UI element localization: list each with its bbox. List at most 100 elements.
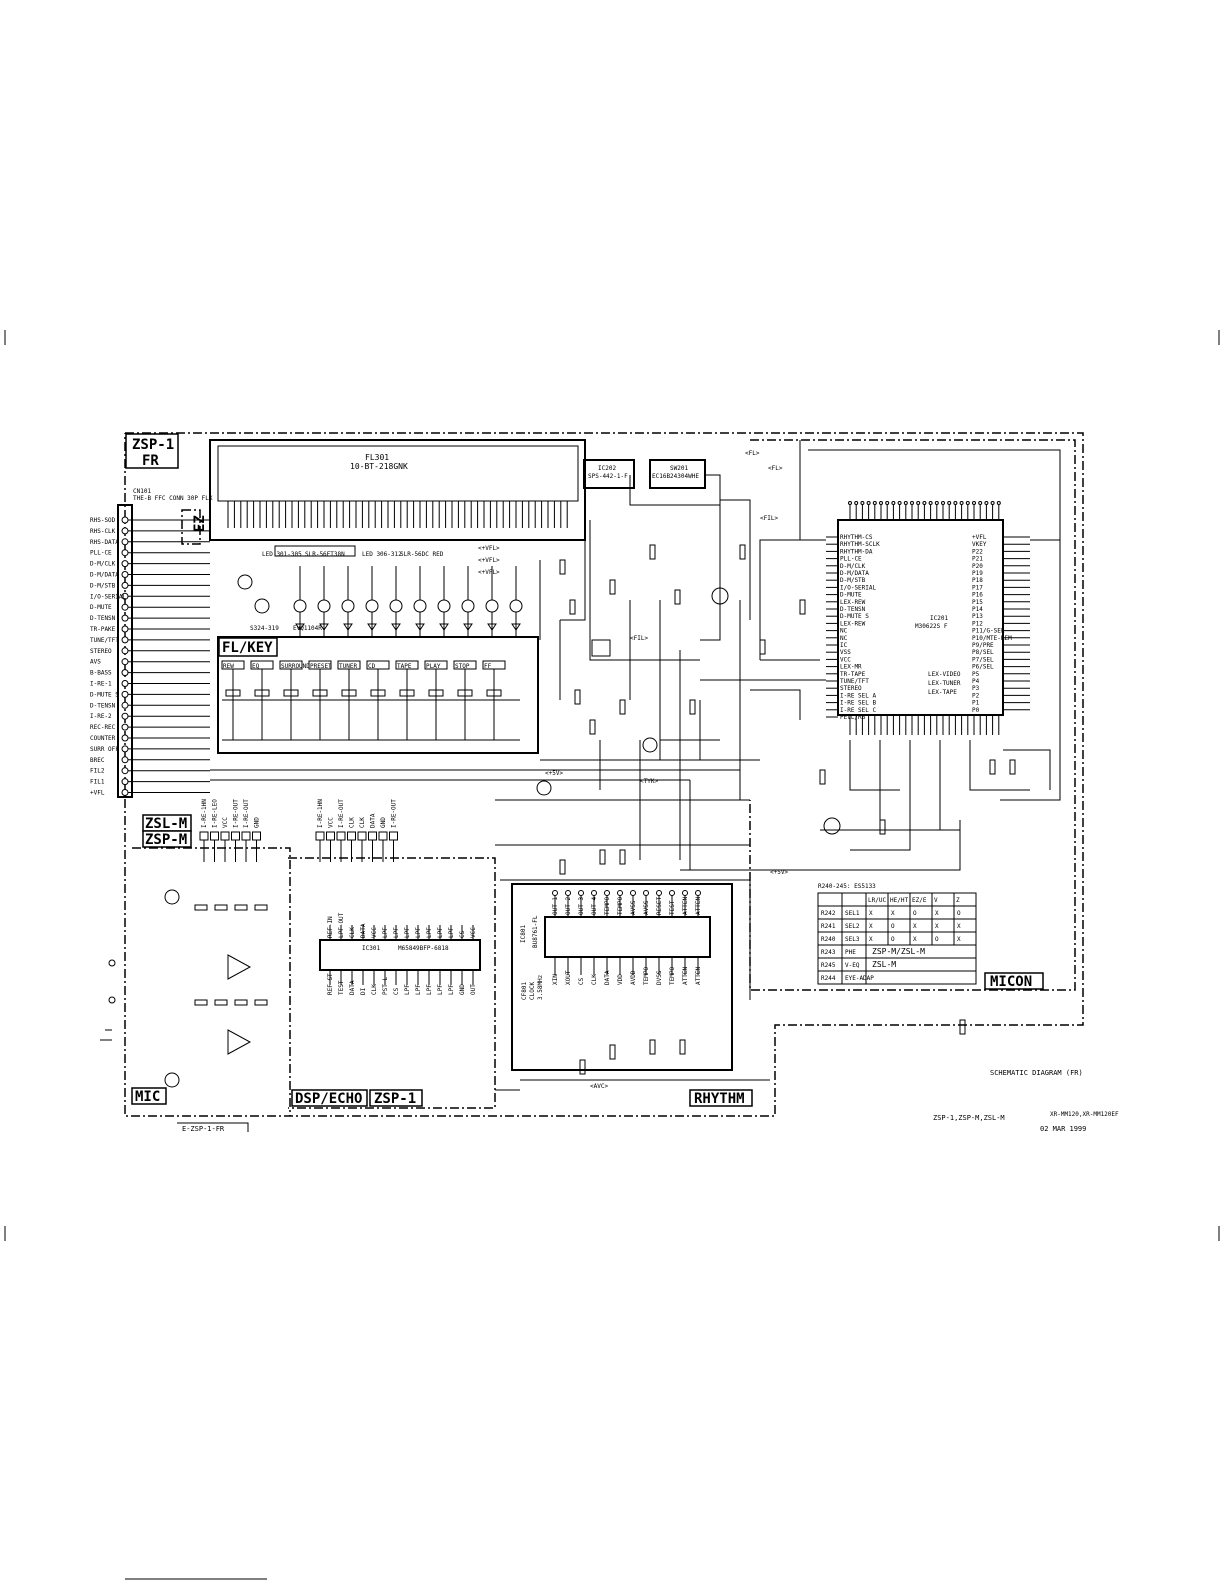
ic201-pin-end [990, 501, 995, 505]
cn101-signal-label: FIL2 [90, 768, 105, 775]
resistor [194, 904, 208, 911]
cn101-signal-label: I/O-SERIAL [90, 593, 127, 600]
ic201-pin-label: P21 [972, 556, 983, 563]
transistor-symbol [823, 817, 841, 835]
ic801-pin-label: TEST [669, 900, 676, 915]
table-cell: O [913, 910, 917, 917]
cn101-pin [121, 701, 129, 709]
ic301-pin-label: DATA [360, 923, 367, 938]
ic201-pin-label: VCC [840, 656, 851, 663]
ic201-pin-label: P8/SEL [972, 649, 994, 656]
zsp-pin [326, 831, 335, 841]
ic201-pin-label: I-RE SEL A [840, 692, 877, 699]
key-label: CD [368, 663, 376, 670]
resistor [370, 689, 386, 697]
ic201-pin-label: IC [840, 642, 848, 649]
ic201-pin-label: P9/PRE [972, 642, 994, 649]
transistor-symbol [536, 780, 552, 796]
cn101-pin [121, 745, 129, 753]
wire-trace [680, 820, 961, 871]
ic301-pin-label: CS [393, 987, 400, 995]
wire-trace [808, 449, 1061, 801]
cn101-signal-label: I-RE-1 [90, 681, 112, 688]
table-cell: X [957, 923, 961, 930]
wiring-traces [210, 440, 1061, 1091]
ic801-pin-end [695, 890, 701, 896]
ic301-pin-label: REF-IN [327, 916, 334, 938]
ic801-part: BU8761-FL [532, 915, 539, 948]
wire-trace [500, 879, 751, 1000]
cn101-pin [121, 680, 129, 687]
opamp-symbol [227, 1029, 252, 1055]
ic201-pin-label: P16 [972, 592, 983, 599]
bus-label: <FL> [745, 450, 760, 457]
cn101-pin [121, 756, 129, 764]
cn101-signal-label: D-MUTE S [90, 691, 119, 698]
ic201-pin-label: I-RE SEL B [840, 700, 877, 707]
ic201-pin-end [965, 501, 970, 505]
clock-label: CLOCK [529, 982, 536, 1000]
resistor [225, 689, 241, 697]
resistor [312, 689, 328, 697]
led-symbol [391, 623, 401, 631]
ic301-pin-label: CS [459, 930, 466, 938]
ic201-pin-label: P19 [972, 570, 983, 577]
rhythm-section-title: RHYTHM [694, 1091, 745, 1107]
led-driver-transistors [237, 566, 523, 636]
fl301-part: 10-BT-218GNK [350, 462, 408, 471]
zsp1-section-title: ZSP-1 [132, 437, 174, 453]
zsp1-subsection-title: ZSP-1 [374, 1091, 416, 1107]
zsp-pin [368, 831, 377, 841]
ic801-pin-label: AVSS [630, 900, 637, 915]
bus-label: <AVC> [590, 1083, 608, 1090]
ic201-pin-label: P18 [972, 577, 983, 584]
ic201-pin-label: P11/G-SEL [972, 628, 1005, 635]
key-label: EQ [252, 663, 260, 670]
ic801-pins: OUT-1XINOUT-2XOUTOUT-3CSOUT-4CLKTEMPODAT… [552, 890, 702, 985]
led-symbol [319, 623, 329, 631]
ic201-pin-end [972, 501, 976, 505]
model-codes: XR-MM120,XR-MM120EF [1050, 1111, 1119, 1118]
resistor [619, 849, 626, 865]
table-cell: SEL1 [845, 910, 860, 917]
ic301-pin-label: CLK [349, 927, 356, 938]
ic201-led-label: LEX-VIDEO [928, 671, 961, 678]
ic301-pin-label: VCC [470, 927, 477, 938]
ic201-pin-end [959, 501, 964, 505]
table-cell: R240 [821, 936, 836, 943]
sw201-label: SW201 [670, 465, 688, 472]
ic801-label: IC801 [520, 925, 527, 943]
bus-label: <FIL> [760, 515, 778, 522]
ic201-pin-end [879, 501, 883, 505]
led-symbol [511, 623, 521, 631]
ic201-pin-label: NC [840, 628, 848, 635]
ic801-pin-label: TEMPO [643, 967, 650, 985]
cn101-pin-rows: RHS-SODRHS-CLKRHS-DATAPLL-CED-M/CLKD-M/D… [90, 516, 210, 797]
zsl-pin [231, 831, 240, 841]
key-label: REW [223, 663, 234, 670]
ic801-pin-label: ATTEN [695, 897, 702, 915]
wire-trace [700, 474, 721, 641]
ic801-pin-end [656, 890, 662, 896]
zsp-pin-label: CLK [359, 817, 366, 828]
table-cell: ZSL-M [872, 960, 896, 969]
resistor [214, 904, 228, 911]
resistor [649, 1039, 656, 1055]
table-header: HE/HT [890, 897, 908, 904]
ic801-pin-end [578, 890, 584, 896]
ic801-pin-label: ATTEN [682, 967, 689, 985]
ic201-pin-end [934, 501, 939, 505]
ic201-pin-label: I-RE SEL C [840, 707, 877, 714]
transistor-symbol [642, 737, 658, 753]
led-symbol [439, 623, 449, 631]
table-cell: V-EQ [845, 962, 860, 969]
ic301-pin-label: DATA [349, 980, 356, 995]
zsl-pin [220, 831, 230, 841]
ic201-pin-label: PLL-CE [840, 556, 862, 563]
ic201-pin-end [996, 501, 1001, 505]
resistor [569, 599, 576, 615]
cn101-signal-label: TUNE/TFT [90, 637, 119, 644]
switch-series-part: EVQ1104R [293, 625, 322, 632]
cn101-pin [121, 581, 129, 589]
clock-frequency: 3.58MHz [537, 974, 544, 1000]
